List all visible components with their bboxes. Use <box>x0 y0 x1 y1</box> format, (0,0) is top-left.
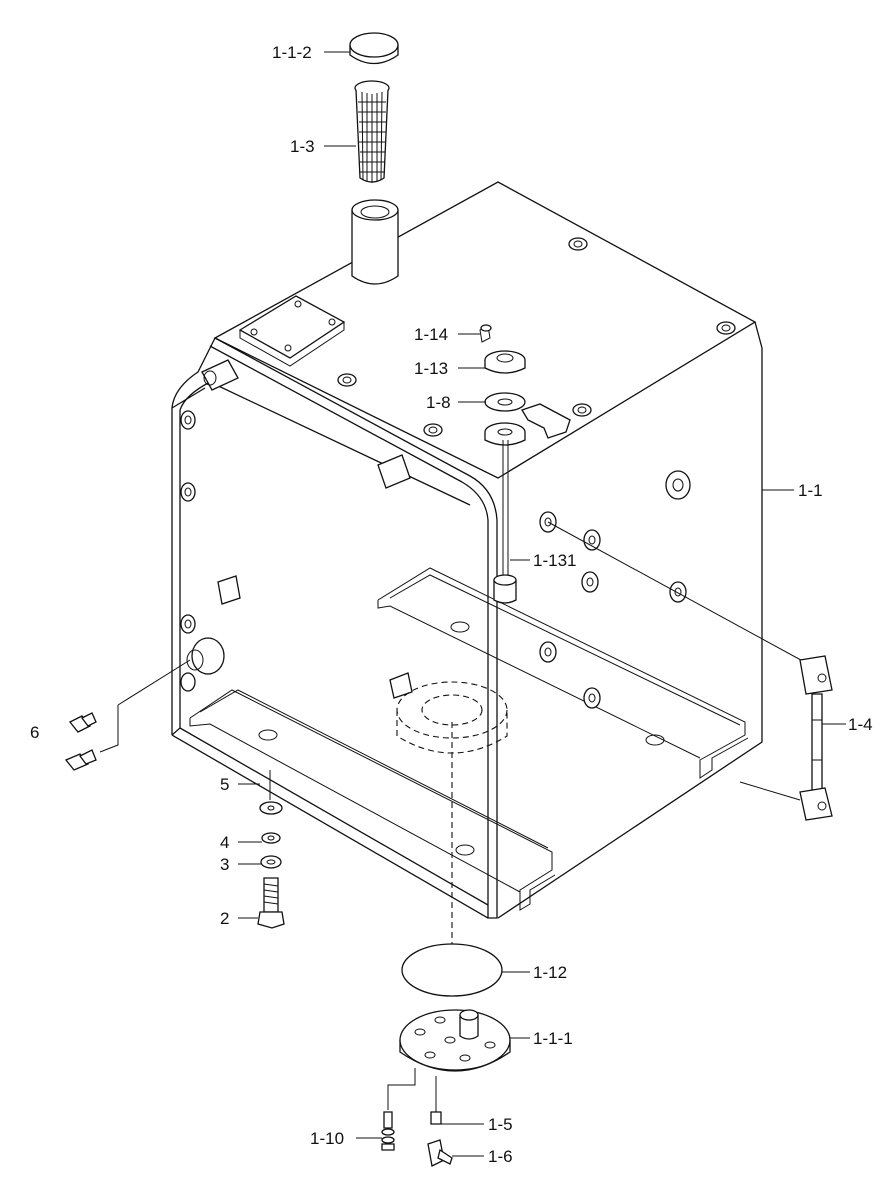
label-cap: 1-1-2 <box>272 43 312 62</box>
callout-labels: 1-1-2 1-3 1-14 1-13 1-8 1-1 1-131 1-4 6 … <box>30 43 873 1166</box>
label-drain-bolt: 1-10 <box>310 1129 344 1148</box>
tank-bosses <box>180 237 736 709</box>
label-rod: 1-131 <box>533 551 576 570</box>
label-cover-gasket: 1-12 <box>533 963 567 982</box>
drain-bolt <box>381 1068 416 1151</box>
label-level-gauge: 1-4 <box>848 715 873 734</box>
label-drain-cock: 1-6 <box>488 1147 513 1166</box>
label-plugs: 6 <box>30 723 39 742</box>
filler-neck <box>351 199 399 285</box>
mounting-bolt-stack <box>257 770 285 929</box>
drain-valve <box>427 1076 453 1167</box>
label-washer-large: 5 <box>220 775 229 794</box>
label-washer-spring: 4 <box>220 833 229 852</box>
label-level-screw: 1-14 <box>414 325 448 344</box>
label-level-flange: 1-13 <box>414 359 448 378</box>
label-bolt: 2 <box>220 909 229 928</box>
cover-gasket <box>401 943 503 997</box>
drain-plugs <box>64 659 191 771</box>
filler-cap <box>349 32 399 65</box>
top-cover-plate <box>238 295 346 367</box>
strainer <box>354 80 390 183</box>
callout-leaders <box>238 51 846 1157</box>
tank-bottom-cover <box>399 1009 511 1072</box>
label-washer-plain: 3 <box>220 855 229 874</box>
bottom-rails <box>189 567 749 911</box>
level-sender-stack <box>479 324 571 604</box>
label-tank: 1-1 <box>798 481 823 500</box>
label-drain-valve: 1-5 <box>488 1115 513 1134</box>
label-cover: 1-1-1 <box>533 1029 573 1048</box>
label-strainer: 1-3 <box>290 137 315 156</box>
bottom-opening-dashed <box>396 681 508 970</box>
level-gauge <box>547 521 833 821</box>
label-gasket: 1-8 <box>426 393 451 412</box>
tank-body <box>171 181 763 919</box>
